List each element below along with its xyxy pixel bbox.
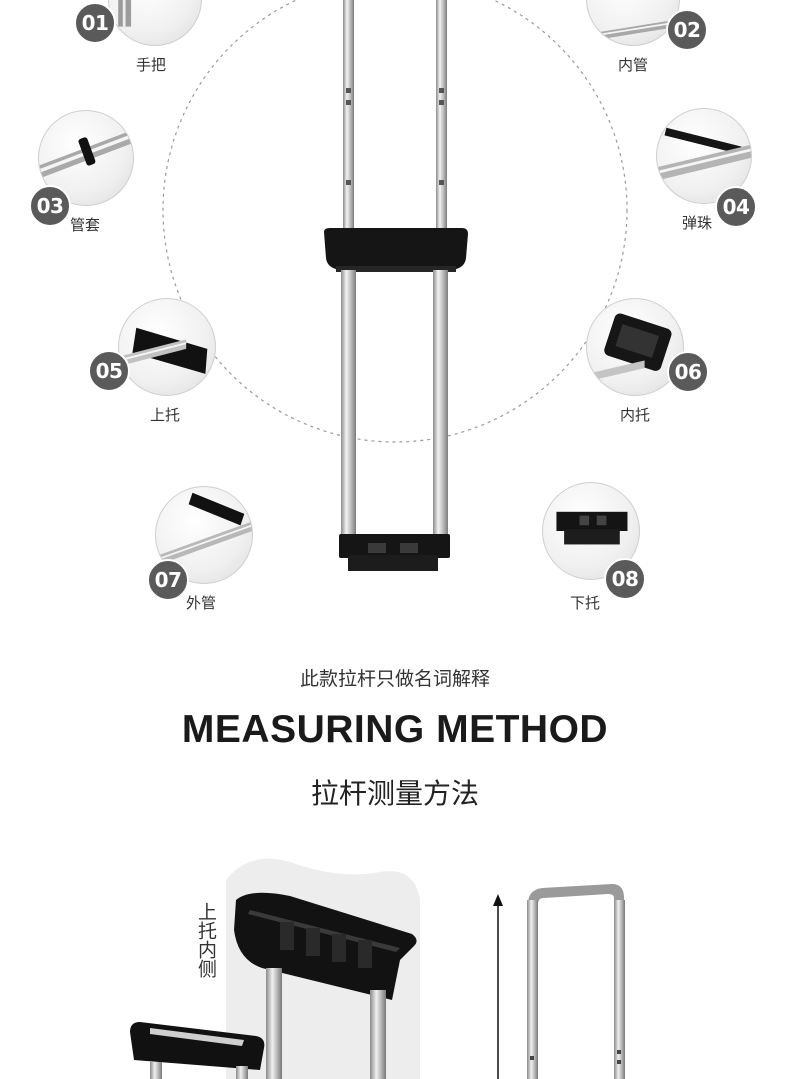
- part-label-08: 下托: [570, 594, 601, 612]
- part-badge-03: 03: [29, 185, 71, 227]
- outer-tube-right: [433, 270, 448, 542]
- part-label-02: 内管: [618, 56, 649, 74]
- upper-bracket-closeup-image: [234, 892, 417, 1079]
- handle-bracket-small-image: [130, 1022, 265, 1079]
- part-thumb-05: [118, 298, 216, 396]
- part-badge-06: 06: [667, 351, 709, 393]
- explanation-note: 此款拉杆只做名词解释: [299, 668, 490, 690]
- part-label-01: 手把: [136, 56, 167, 74]
- upper-bracket-inner-side-label: 上托内侧: [195, 902, 217, 978]
- part-label-05: 上托: [150, 406, 181, 424]
- part-thumb-08: [542, 482, 640, 580]
- part-badge-05: 05: [88, 350, 130, 392]
- upper-bracket: [324, 228, 468, 270]
- part-thumb-04: [656, 108, 752, 204]
- part-label-04: 弹珠: [682, 214, 713, 232]
- lower-bracket: [339, 534, 450, 558]
- measure-arrow-icon: [493, 894, 503, 1079]
- part-badge-02: 02: [666, 9, 708, 51]
- part-label-03: 管套: [70, 216, 101, 234]
- part-thumb-01: [108, 0, 202, 46]
- inner-tube-right: [436, 0, 447, 240]
- section-subheading: 拉杆测量方法: [310, 777, 479, 810]
- dashed-circle: [162, 0, 628, 443]
- outer-tube-left: [341, 270, 356, 542]
- part-thumb-03: [38, 110, 134, 206]
- part-badge-07: 07: [147, 559, 189, 601]
- section-heading: MEASURING METHOD: [181, 708, 609, 751]
- trolley-handle-image: [162, 0, 628, 571]
- part-badge-01: 01: [74, 2, 116, 44]
- part-badge-04: 04: [715, 186, 757, 228]
- inner-tube-left: [343, 0, 354, 240]
- trolley-frame-image: [527, 884, 625, 1079]
- part-badge-08: 08: [604, 558, 646, 600]
- part-thumb-02: [586, 0, 680, 46]
- part-label-07: 外管: [186, 594, 217, 612]
- part-label-06: 内托: [620, 406, 651, 424]
